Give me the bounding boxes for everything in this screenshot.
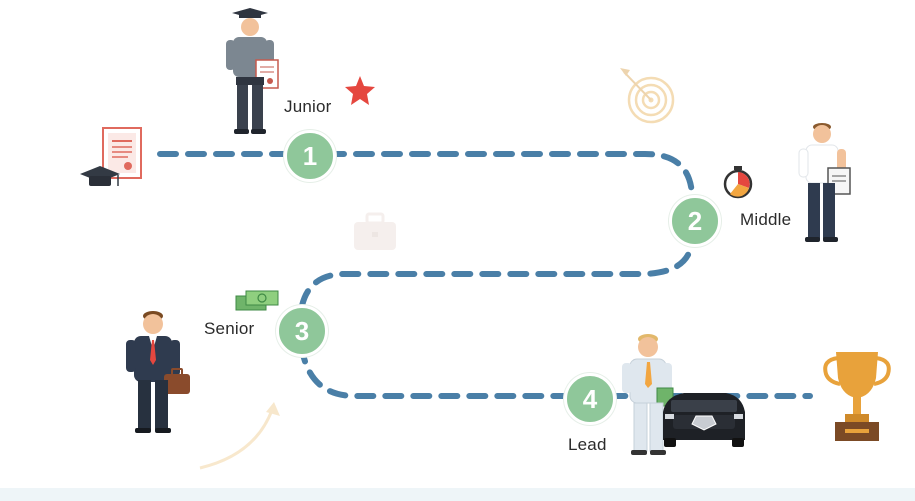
trophy-icon xyxy=(823,352,891,441)
step-4-number: 4 xyxy=(582,383,598,414)
step-4-label: Lead xyxy=(568,435,607,454)
bottom-band xyxy=(0,488,915,501)
step-4-badge: 4 xyxy=(564,373,616,425)
step-1-label: Junior xyxy=(284,97,332,116)
target-icon xyxy=(620,68,675,124)
star-icon xyxy=(345,76,375,105)
stopwatch-icon xyxy=(723,166,753,199)
graduation-cap-icon xyxy=(80,166,120,186)
step-1-number: 1 xyxy=(302,140,318,171)
step-2-badge: 2 xyxy=(669,195,721,247)
car-icon xyxy=(663,393,745,447)
step-1-badge: 1 xyxy=(284,130,336,182)
money-icon xyxy=(235,290,279,311)
step-3-label: Senior xyxy=(204,319,255,338)
step-3-number: 3 xyxy=(294,315,310,346)
career-path-line xyxy=(157,151,813,399)
step-2-label: Middle xyxy=(740,210,792,229)
briefcase-icon xyxy=(354,212,396,250)
middle-person-figure xyxy=(798,123,851,242)
lead-person-figure xyxy=(622,334,674,455)
junior-person-figure xyxy=(226,8,279,134)
arrow-icon xyxy=(199,402,280,470)
step-3-badge: 3 xyxy=(276,305,328,357)
step-2-number: 2 xyxy=(687,205,703,236)
senior-person-figure xyxy=(126,311,190,433)
diploma-icon xyxy=(102,127,142,179)
